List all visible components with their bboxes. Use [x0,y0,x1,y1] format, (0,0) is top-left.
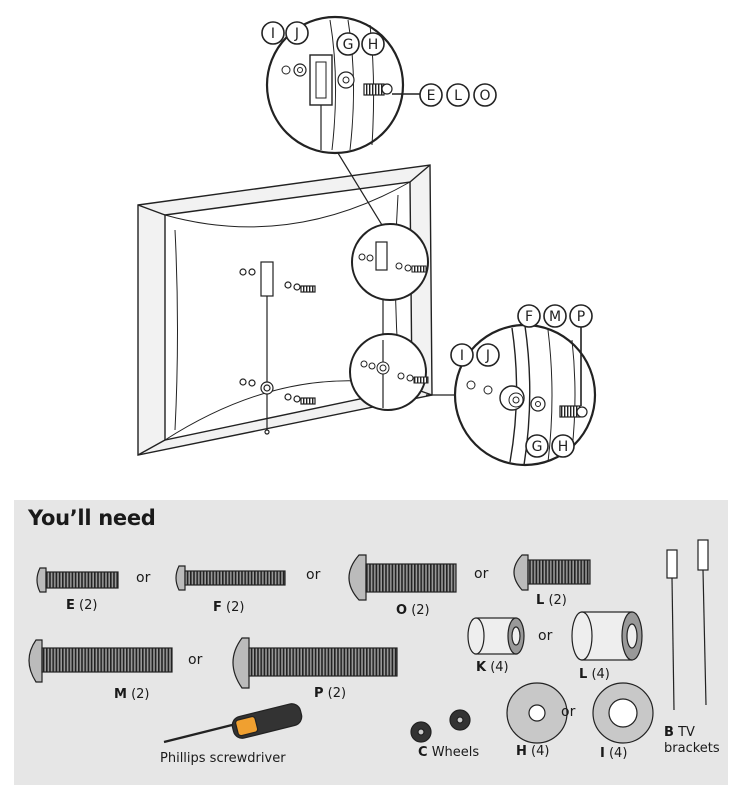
svg-text:H: H [368,37,379,53]
svg-text:G: G [532,439,543,455]
svg-text:E: E [427,88,436,104]
part-label-M: M (2) [114,687,150,702]
callout-J-lower: J [476,343,500,367]
callout-M: M [543,304,567,328]
callout-G-top: G [336,32,360,56]
svg-text:M: M [549,309,561,325]
parts-panel: You’ll need or or or or or or E (2) F (2… [14,500,728,785]
callout-G-lower: G [525,434,549,458]
or-label: or [306,567,321,583]
callout-I-lower: I [450,343,474,367]
bracket-left [239,261,316,435]
part-label-L-screw: L (2) [536,593,567,608]
svg-text:H: H [558,439,569,455]
or-label: or [561,704,576,720]
screw-M-image [28,639,173,683]
svg-text:F: F [525,309,533,325]
spacer-K-image [467,617,525,655]
wheels-C-image [410,709,471,743]
part-label-E: E (2) [66,598,98,613]
part-label-H: H (4) [516,744,550,759]
callout-P: P [569,304,593,328]
or-label: or [538,628,553,644]
part-label-P: P (2) [314,686,347,701]
phillips-screwdriver-image [163,703,303,744]
callout-O: O [473,83,497,107]
callout-E: E [419,83,443,107]
part-label-screwdriver: Phillips screwdriver [160,751,286,766]
screw-L-image [513,554,591,591]
part-label-O: O (2) [396,603,430,618]
spacer-L-image [571,611,643,661]
tv-brackets-B-image [666,539,709,711]
part-label-I: I (4) [600,746,628,761]
tv-back-panel [137,164,433,456]
svg-text:O: O [479,88,490,104]
callout-H-lower: H [551,434,575,458]
or-label: or [188,652,203,668]
svg-text:J: J [294,26,299,42]
screw-E-image [36,567,119,593]
svg-text:P: P [577,309,585,325]
callout-L: L [446,83,470,107]
parts-illustrations [28,539,709,744]
parts-title: You’ll need [28,506,156,530]
mounting-diagram: I J G H E L O F M P I J G H [137,15,597,467]
or-label: or [136,570,151,586]
screw-O-image [348,554,457,601]
zoom-circle-upper [351,223,429,301]
part-label-C: C Wheels [418,745,480,760]
callout-J-top: J [285,21,309,45]
callout-F: F [517,304,541,328]
washer-H-image [506,682,568,744]
part-label-K: K (4) [476,660,509,675]
screw-F-image [175,565,286,591]
svg-text:I: I [271,26,275,42]
svg-text:G: G [343,37,354,53]
part-label-F: F (2) [213,600,245,615]
screw-P-image [232,637,398,689]
callout-I-top: I [261,21,285,45]
washer-I-image [592,682,654,744]
or-label: or [474,566,489,582]
zoom-circle-lower [349,333,429,411]
svg-text:J: J [485,348,490,364]
svg-text:I: I [460,348,464,364]
callout-H-top: H [361,32,385,56]
svg-text:L: L [454,88,462,104]
part-label-L-spacer: L (4) [579,667,610,682]
